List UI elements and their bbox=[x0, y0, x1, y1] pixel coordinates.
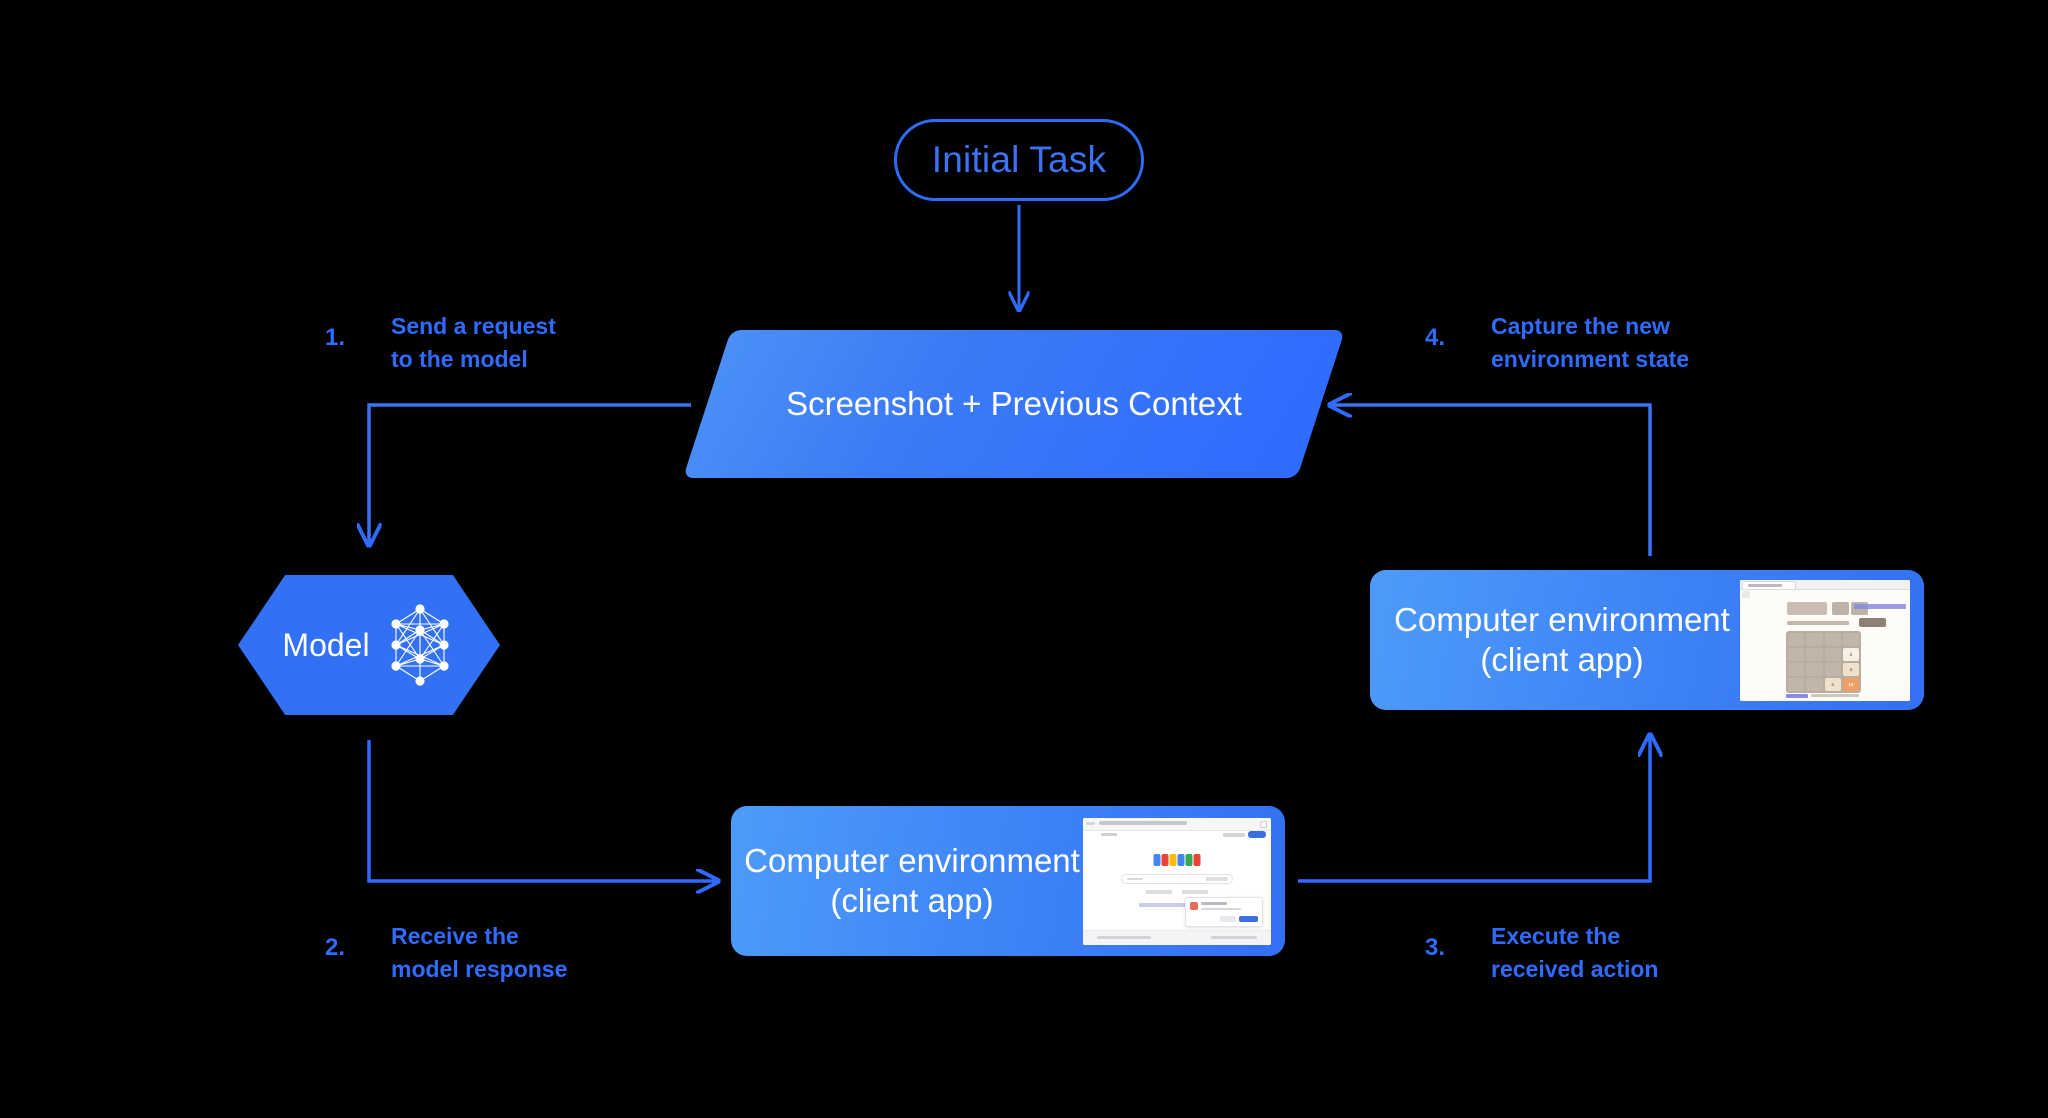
new-game-button[interactable] bbox=[1859, 617, 1886, 627]
neural-network-icon bbox=[390, 604, 449, 686]
tile-cell bbox=[1824, 647, 1841, 661]
language-links bbox=[1139, 902, 1215, 907]
tile-cell bbox=[1788, 632, 1805, 646]
tile-cell bbox=[1806, 647, 1823, 661]
tile-cell bbox=[1806, 632, 1823, 646]
close-icon[interactable] bbox=[1260, 820, 1267, 828]
page-subheader bbox=[1101, 832, 1117, 836]
search-input[interactable] bbox=[1121, 873, 1233, 884]
score-box bbox=[1832, 601, 1849, 615]
tile-cell: 4 bbox=[1824, 677, 1841, 691]
tile-cell bbox=[1824, 662, 1841, 676]
browser-titlebar bbox=[1740, 579, 1910, 590]
step-3-text: Execute the received action bbox=[1491, 923, 1659, 982]
arrow-context-to-model bbox=[369, 403, 691, 545]
address-bar[interactable] bbox=[1099, 820, 1187, 825]
tile-cell: 16 bbox=[1842, 677, 1859, 691]
game-subtitle bbox=[1787, 620, 1849, 625]
step-3-number: 3. bbox=[1425, 934, 1446, 961]
header-links bbox=[1854, 603, 1906, 609]
tile-cell: 4 bbox=[1842, 662, 1859, 676]
env-card-right: Computer environment (client app) bbox=[1370, 570, 1924, 710]
tile-cell bbox=[1806, 662, 1823, 676]
google-logo bbox=[1153, 853, 1201, 866]
step-4-text: Capture the new environment state bbox=[1491, 313, 1690, 372]
dialog-secondary-button[interactable] bbox=[1220, 915, 1236, 922]
initial-task-label: Initial Task bbox=[931, 139, 1107, 180]
env-card-left-thumbnail bbox=[1083, 817, 1271, 945]
game-board: 2 4 4 16 bbox=[1786, 630, 1861, 693]
tile-cell bbox=[1806, 677, 1823, 691]
step-3-caption: 3. Execute the received action bbox=[1425, 920, 1658, 985]
page-footer bbox=[1083, 929, 1271, 945]
step-2-caption: 2. Receive the model response bbox=[325, 920, 567, 985]
step-4-number: 4. bbox=[1425, 324, 1446, 351]
model-node-label: Model bbox=[282, 626, 370, 663]
env-card-right-thumbnail: 2 4 4 16 bbox=[1740, 579, 1910, 701]
step-4-caption: 4. Capture the new environment state bbox=[1425, 310, 1689, 375]
tile-cell: 2 bbox=[1842, 647, 1859, 661]
context-node: Screenshot + Previous Context bbox=[682, 330, 1346, 478]
cookie-dialog bbox=[1185, 896, 1263, 927]
arrow-model-to-env-left bbox=[367, 740, 718, 881]
browser-toolbar-icon bbox=[1742, 590, 1750, 598]
tile-cell bbox=[1842, 632, 1859, 646]
browser-tab bbox=[1742, 580, 1796, 589]
tile-cell bbox=[1788, 662, 1805, 676]
env-card-left-label: Computer environment (client app) bbox=[744, 841, 1080, 919]
tile-cell bbox=[1824, 632, 1841, 646]
dialog-primary-button[interactable] bbox=[1239, 915, 1258, 922]
step-2-text: Receive the model response bbox=[391, 923, 568, 982]
context-node-label: Screenshot + Previous Context bbox=[786, 384, 1242, 422]
env-card-left: Computer environment (client app) bbox=[731, 806, 1285, 956]
step-1-caption: 1. Send a request to the model bbox=[325, 310, 556, 375]
arrow-env-left-to-env-right bbox=[1298, 735, 1650, 883]
model-node: Model bbox=[238, 575, 500, 715]
arrow-env-right-to-context bbox=[1330, 405, 1652, 556]
initial-task-node: Initial Task bbox=[894, 119, 1144, 201]
step-1-number: 1. bbox=[325, 324, 346, 351]
env-card-right-label: Computer environment (client app) bbox=[1394, 600, 1730, 678]
step-1-text: Send a request to the model bbox=[391, 313, 556, 372]
dialog-icon bbox=[1190, 901, 1198, 910]
tile-cell bbox=[1788, 647, 1805, 661]
game-footer bbox=[1786, 693, 1860, 698]
model-node-shape bbox=[238, 575, 500, 715]
game-brand bbox=[1787, 601, 1827, 615]
search-buttons[interactable] bbox=[1146, 889, 1208, 894]
header-links bbox=[1223, 832, 1245, 837]
sign-in-button[interactable] bbox=[1248, 830, 1266, 838]
tile-cell bbox=[1788, 677, 1805, 691]
browser-chrome bbox=[1083, 817, 1271, 831]
step-2-number: 2. bbox=[325, 934, 346, 961]
